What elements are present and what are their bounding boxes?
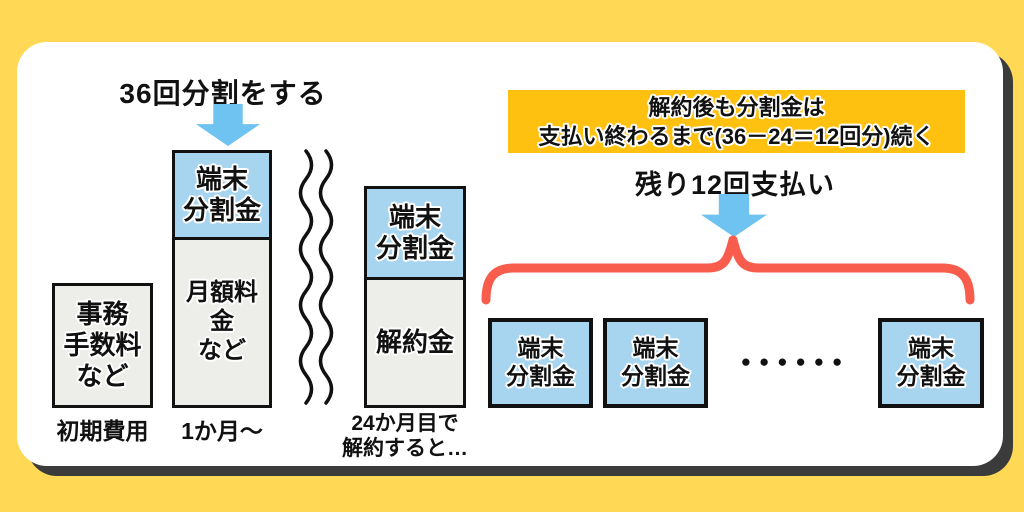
device-installment-label: 端末 分割金 xyxy=(375,201,454,263)
initial-fee-box: 事務 手数料 など xyxy=(52,283,153,408)
cancel-month-bar: 端末 分割金 解約金 xyxy=(364,186,466,408)
cancel-month-caption: 24か月目で 解約すると… xyxy=(342,412,468,460)
device-installment-segment: 端末 分割金 xyxy=(367,189,463,280)
installment-box-label: 端末 分割金 xyxy=(621,335,690,389)
first-month-bar: 端末 分割金 月額料金 など xyxy=(172,150,272,408)
monthly-fee-segment: 月額料金 など xyxy=(175,240,269,405)
cancellation-fee-label: 解約金 xyxy=(375,326,454,357)
installment-box: 端末 分割金 xyxy=(603,318,708,408)
installment-box: 端末 分割金 xyxy=(878,318,984,408)
device-installment-label: 端末 分割金 xyxy=(182,163,261,225)
installment-36-heading: 36回分割をする xyxy=(119,78,327,109)
ellipsis-dots: ●●●●●● xyxy=(740,352,851,371)
initial-fee-caption: 初期費用 xyxy=(56,418,149,444)
initial-fee-label: 事務 手数料 など xyxy=(63,298,142,392)
highlight-banner: 解約後も分割金は 支払い終わるまで(36－24＝12回分)続く xyxy=(508,90,965,153)
time-break-wavy-icon xyxy=(298,149,334,405)
monthly-fee-label: 月額料金 など xyxy=(186,279,258,364)
cancellation-fee-segment: 解約金 xyxy=(367,280,463,405)
diagram-card: 36回分割をする 事務 手数料 など 初期費用 端末 分割金 月額料金 など 1… xyxy=(17,42,1003,466)
first-month-caption: 1か月〜 xyxy=(181,418,263,444)
installment-box-label: 端末 分割金 xyxy=(506,335,575,389)
device-installment-segment: 端末 分割金 xyxy=(175,153,269,240)
highlight-banner-text: 解約後も分割金は 支払い終わるまで(36－24＝12回分)続く xyxy=(538,94,935,149)
installment-box: 端末 分割金 xyxy=(488,318,593,408)
installment-box-label: 端末 分割金 xyxy=(896,335,966,389)
red-brace-icon xyxy=(481,235,975,305)
